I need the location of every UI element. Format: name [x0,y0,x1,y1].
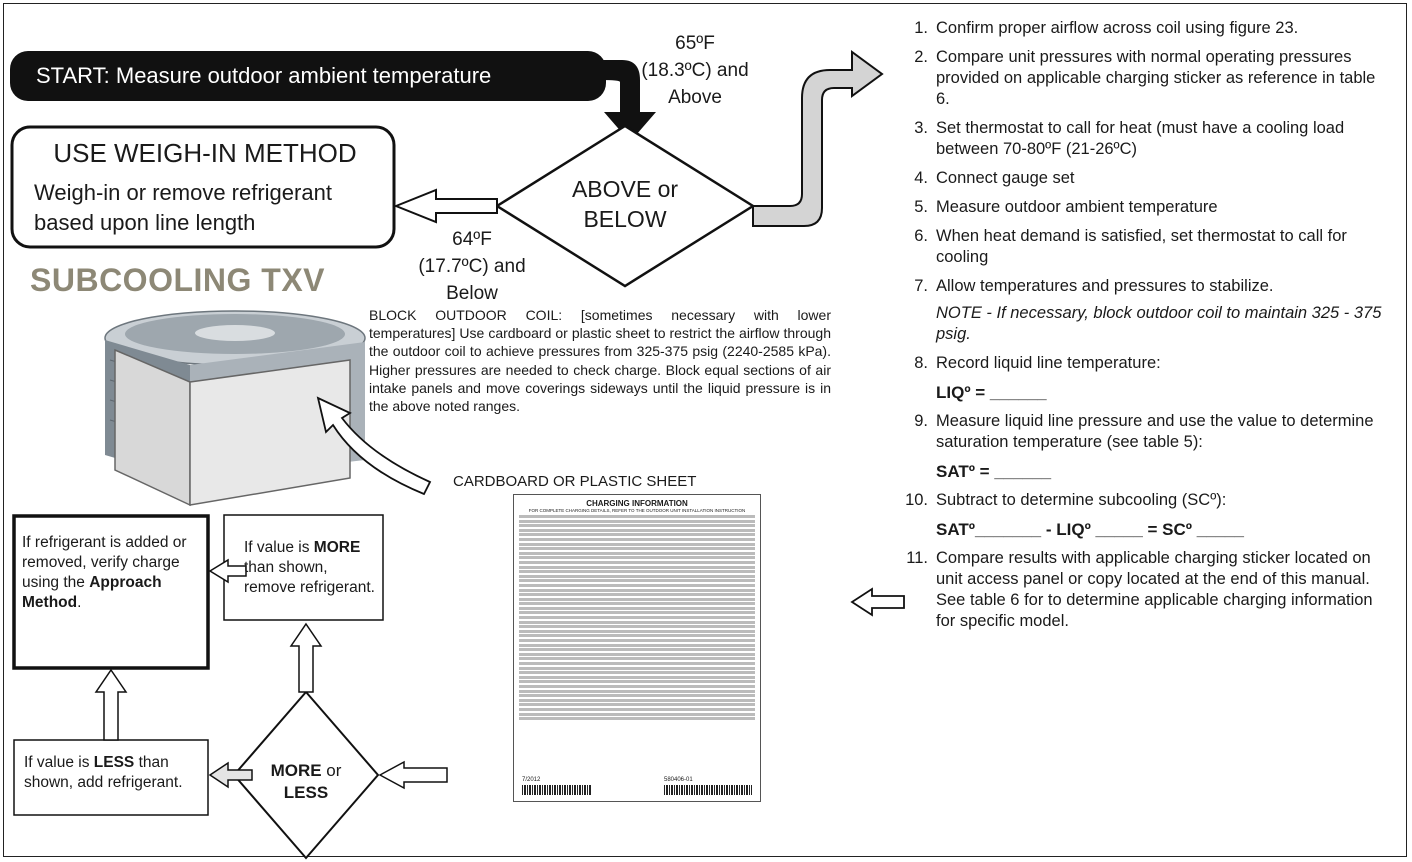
sheet-to-diamond-arrow [378,760,448,790]
below-arrow [393,188,498,224]
step-7: 7.Allow temperatures and pressures to st… [894,276,1386,345]
approach-box [12,514,210,670]
diagram-frame [3,3,1407,857]
step-8: 8.Record liquid line temperature: LIQº =… [894,353,1386,403]
procedure-steps: 1.Confirm proper airflow across coil usi… [894,18,1386,640]
to-less-arrow [208,761,253,789]
sat-field: SATº = ______ [936,462,1052,481]
less-text: If value is LESS than shown, add refrige… [24,754,183,791]
step-11: 11.Compare results with applicable charg… [906,549,1373,630]
cardboard-pointer-arrow [316,396,432,496]
step-10: 10.Subtract to determine subcooling (SCº… [894,490,1386,540]
charging-info-sheet: CHARGING INFORMATION FOR COMPLETE CHARGI… [513,494,761,802]
step-5: 5.Measure outdoor ambient temperature [914,198,1218,216]
start-label: START: Measure outdoor ambient temperatu… [36,63,492,88]
approach-text: If refrigerant is added or removed, veri… [22,534,187,611]
less-to-approach-arrow [94,668,128,741]
start-down-arrow [600,60,656,142]
sheet-part-number: 580406-01 [664,777,693,783]
step-1: 1.Confirm proper airflow across coil usi… [914,19,1299,37]
sheet-date: 7/2012 [522,777,541,783]
step-6: 6.When heat demand is satisfied, set the… [914,227,1347,266]
liq-field: LIQº = ______ [936,383,1047,402]
outdoor-unit-illustration [104,310,366,507]
barcode-right [664,785,752,795]
above-below-label: ABOVE or BELOW [571,176,679,232]
more-less-diamond [232,690,380,860]
more-text: If value is MORE than shown, remove refr… [244,539,375,596]
block-coil-text: BLOCK OUTDOOR COIL: [sometimes necessary… [369,307,831,415]
cardboard-label: CARDBOARD OR PLASTIC SHEET [453,473,697,490]
step-11-arrow [850,587,905,617]
more-to-approach-arrow [208,558,247,584]
weigh-in-title: USE WEIGH-IN METHOD [53,138,357,168]
start-box [10,51,606,101]
step-7-note: NOTE - If necessary, block outdoor coil … [936,304,1382,343]
sheet-subtitle: FOR COMPLETE CHARGING DETAILS, REFER TO … [528,508,746,513]
step-9: 9.Measure liquid line pressure and use t… [894,411,1386,482]
above-below-diamond [494,124,756,288]
step-3: 3.Set thermostat to call for heat (must … [914,119,1345,158]
step-4: 4.Connect gauge set [914,169,1075,187]
condition-below: 64ºF (17.7ºC) and Below [418,229,526,304]
barcode-left [522,785,592,795]
subcooling-title: SUBCOOLING TXV [30,262,326,298]
weigh-in-body: Weigh-in or remove refrigerant based upo… [34,180,332,235]
subcooling-formula: SATº_______ - LIQº _____ = SCº _____ [936,520,1244,539]
sheet-title: CHARGING INFORMATION [586,499,688,508]
sheet-table-lines [519,515,755,721]
weigh-in-box [10,125,396,249]
to-more-arrow [289,622,323,693]
condition-above: 65ºF (18.3ºC) and Above [641,33,749,108]
above-arrow [752,50,884,227]
step-2: 2.Compare unit pressures with normal ope… [914,48,1376,108]
